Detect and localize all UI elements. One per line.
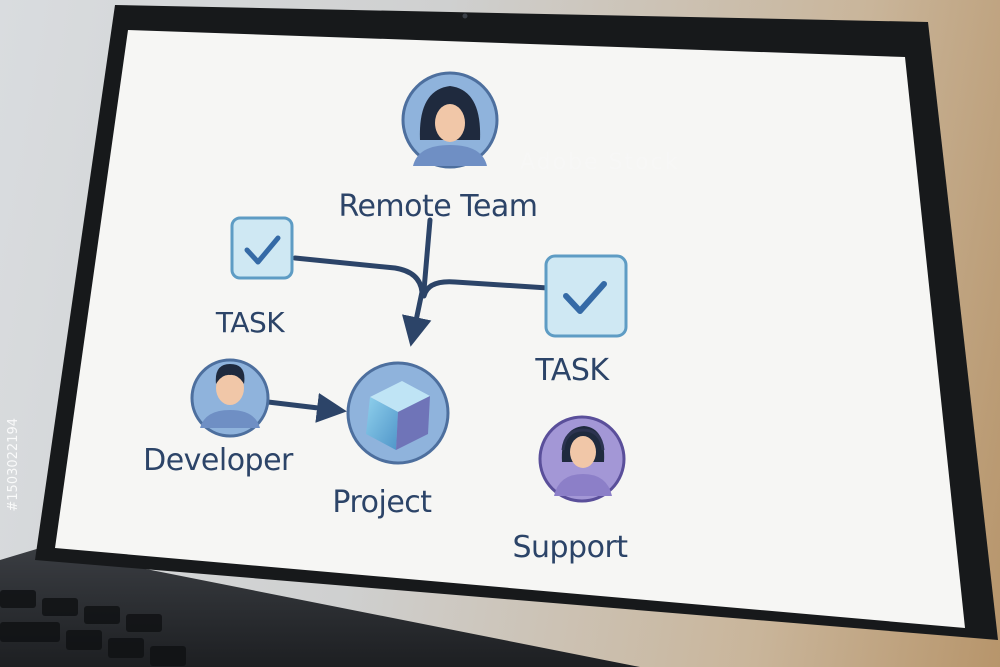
node-task-left: TASK xyxy=(215,216,294,339)
node-project: Project xyxy=(332,361,450,520)
node-label: Support xyxy=(512,530,628,565)
person-female-icon xyxy=(413,86,487,166)
node-label: TASK xyxy=(534,353,610,388)
checkbox-checked-icon xyxy=(563,281,607,314)
node-developer: Developer xyxy=(143,358,295,478)
node-remote-team: Remote Team xyxy=(338,71,538,224)
node-label: Remote Team xyxy=(338,189,537,224)
checkbox-checked-icon xyxy=(244,235,281,265)
cube-icon xyxy=(366,381,430,450)
node-label: Developer xyxy=(143,443,294,478)
node-label: TASK xyxy=(215,306,285,339)
connector-task-left xyxy=(292,255,425,295)
laptop-screen xyxy=(55,30,965,628)
node-support: Support xyxy=(512,415,629,565)
person-male-icon xyxy=(200,364,260,428)
connector-developer-project xyxy=(265,392,347,423)
webcam-icon xyxy=(462,13,468,19)
connector-remote-team-project xyxy=(421,217,433,293)
person-headset-icon xyxy=(554,426,612,496)
diagram-connectors xyxy=(265,217,551,423)
laptop-keyboard xyxy=(0,548,640,667)
node-task-right: TASK xyxy=(534,254,628,388)
stock-id-label: #1503022194 xyxy=(6,418,21,512)
watermark-text: Adobe Stock xyxy=(520,150,680,175)
connector-arrow-to-project xyxy=(402,289,432,347)
node-label: Project xyxy=(332,485,432,520)
connector-task-right xyxy=(421,279,551,299)
